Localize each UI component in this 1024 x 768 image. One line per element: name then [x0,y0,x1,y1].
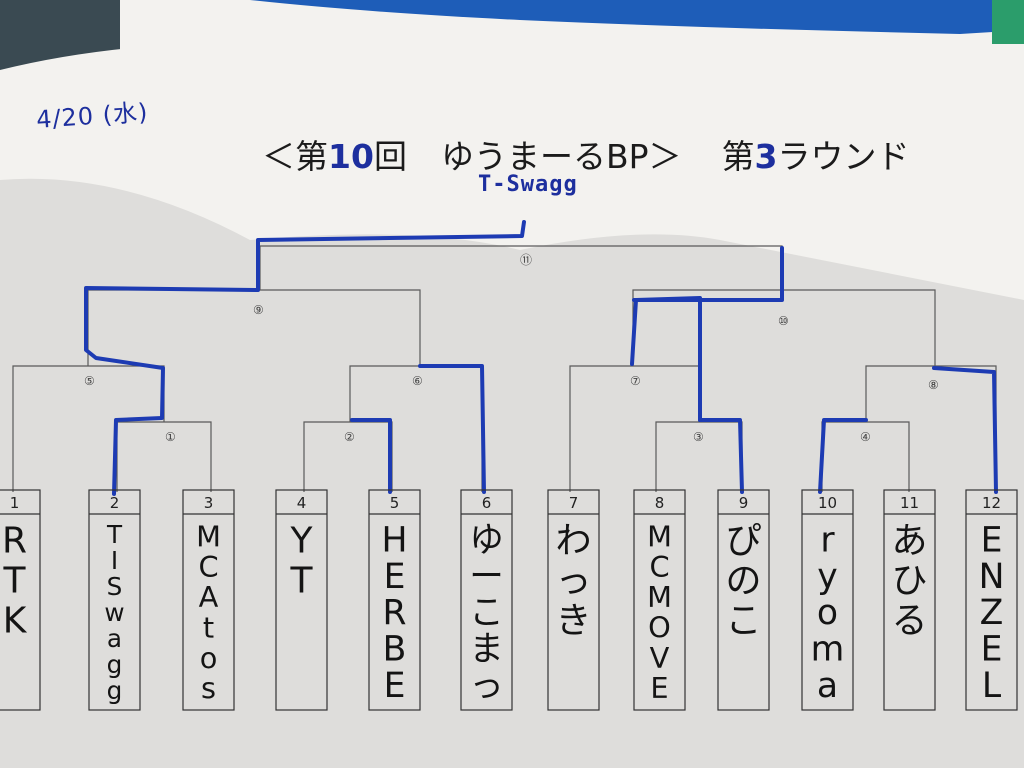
player-box [717,489,770,711]
player-box [883,489,936,711]
player-number: 11 [900,494,919,512]
title-number: 10 [328,137,374,176]
winner-paths [84,220,998,496]
match-label: ⑨ [253,303,264,317]
match-label: ② [344,430,355,444]
paper-edge [0,48,1024,768]
match-label: ⑩ [778,314,789,328]
match-label: ① [165,430,176,444]
title-round-number: 3 [754,137,778,176]
winner-path-match4 [818,418,868,494]
player-number: 6 [482,494,492,512]
match-label: ⑪ [520,253,532,267]
match-label: ⑧ [928,378,939,392]
player-box [460,489,513,711]
page-title: ＜第10回ゆうまーるBP＞ 第3ラウンド [262,130,909,178]
title-round-prefix: 第 [721,137,755,176]
winner-path-match6 [418,364,486,494]
match-label: ③ [693,430,704,444]
match-label: ④ [860,430,871,444]
page-tab [992,0,1024,44]
player-number: 12 [982,494,1001,512]
winner-path-match8 [932,366,998,494]
match-label: ⑦ [630,374,641,388]
title-round-suffix: ラウンド [777,137,910,176]
player-box [88,489,141,711]
player-name: あひる [891,521,927,642]
player-number: 3 [204,494,214,512]
match-label: ⑥ [412,374,423,388]
player-slot: 7 わっき [547,489,600,711]
player-slot: 9 ぴのこ [717,489,770,711]
player-slot: 11 あひる [883,489,936,711]
player-number: 10 [818,494,837,512]
player-name: ぴのこ [725,521,761,642]
winner-path-swagg [84,220,526,496]
player-number: 8 [655,494,665,512]
title-event: ゆうまーるBP＞ [440,137,682,176]
winner-path-match2 [350,418,392,494]
player-box [965,489,1018,711]
player-box [182,489,235,711]
player-number: 1 [10,494,20,512]
paper-top-blue-band [250,0,1024,34]
match-label: ⑤ [84,374,95,388]
player-number: 9 [739,494,749,512]
player-number: 5 [390,494,400,512]
winner-path-match3 [698,418,744,494]
winner-label: T-Swagg [478,172,578,197]
winner-path-match10 [632,246,784,302]
player-name: ゆーこまっ [469,520,504,706]
title-prefix: ＜第 [262,137,328,176]
player-name: わっき [555,521,591,642]
player-number: 7 [569,494,579,512]
player-box [0,489,41,711]
player-box [633,489,686,711]
player-box [547,489,600,711]
hand-shadow [0,178,1024,768]
player-box [801,489,854,711]
player-box [275,489,328,711]
title-middle: 回 [373,137,407,176]
player-slot: 6 ゆーこまっ [460,489,513,711]
player-box [368,489,421,711]
player-number: 2 [110,494,120,512]
player-number: 4 [297,494,307,512]
